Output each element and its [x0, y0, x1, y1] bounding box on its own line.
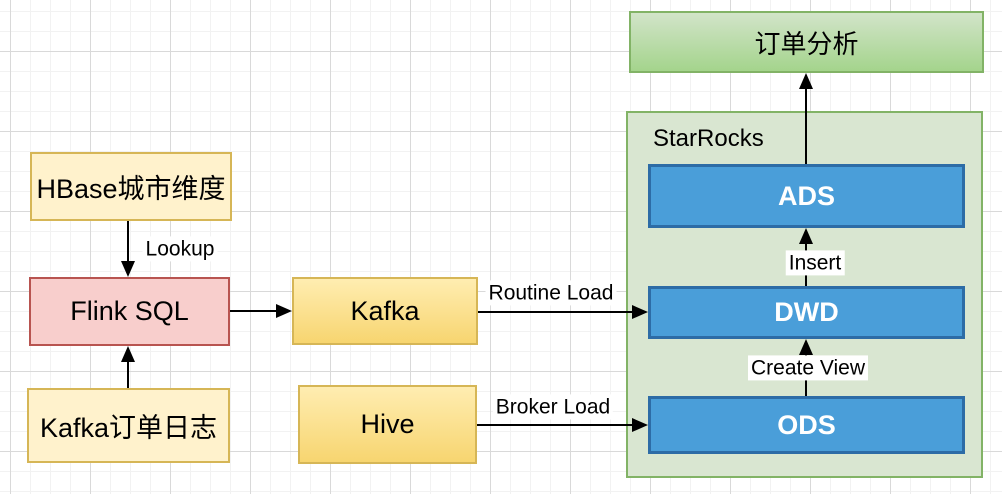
arrow-hive-to-ods-head: [632, 418, 648, 432]
node-hive: Hive: [298, 385, 477, 464]
arrow-ads-to-order-head: [799, 73, 813, 89]
arrow-hbase-to-flink-line: [127, 221, 129, 261]
node-order-analysis: 订单分析: [629, 11, 984, 73]
arrow-kafka-to-dwd-head: [632, 305, 648, 319]
node-kafka-order-log: Kafka订单日志: [27, 388, 230, 463]
arrow-dwd-to-ads-head: [799, 228, 813, 244]
arrow-kafka-to-dwd-line: [478, 311, 632, 313]
node-flink-sql: Flink SQL: [29, 277, 230, 346]
arrow-ads-to-order-line: [805, 89, 807, 164]
node-dwd: DWD: [648, 286, 965, 339]
node-ads: ADS: [648, 164, 965, 228]
arrow-kafkalog-to-flink-line: [127, 362, 129, 388]
arrow-flink-to-kafka-head: [276, 304, 292, 318]
edge-label-routine-load: Routine Load: [485, 280, 617, 306]
group-starrocks-title: StarRocks: [653, 125, 764, 152]
arrow-ods-to-dwd-head: [799, 339, 813, 355]
arrow-flink-to-kafka-line: [230, 310, 276, 312]
arrow-kafkalog-to-flink-head: [121, 346, 135, 362]
node-kafka: Kafka: [292, 277, 478, 345]
edge-label-lookup: Lookup: [142, 236, 218, 262]
node-hbase: HBase城市维度: [30, 152, 232, 221]
node-ods: ODS: [648, 396, 965, 454]
edge-label-broker-load: Broker Load: [492, 394, 614, 420]
arrow-hbase-to-flink-head: [121, 261, 135, 277]
edge-label-insert: Insert: [785, 250, 845, 276]
arrow-hive-to-ods-line: [477, 424, 632, 426]
edge-label-create-view: Create View: [747, 355, 869, 381]
